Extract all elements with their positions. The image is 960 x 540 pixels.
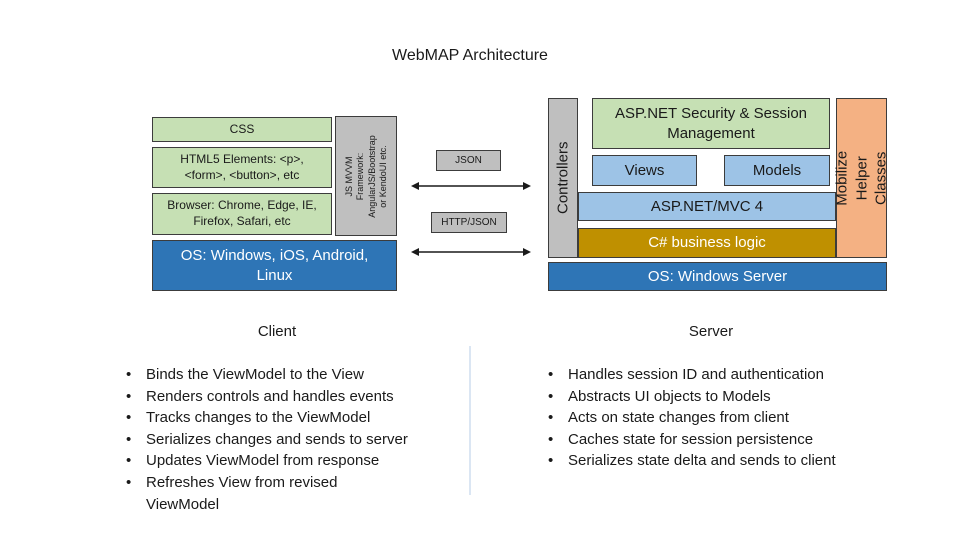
server-business-box: C# business logic: [578, 228, 836, 258]
list-item: Caches state for session persistence: [546, 429, 926, 451]
server-mobilize-box: Mobilize Helper Classes: [833, 98, 889, 258]
server-views-label: Views: [624, 161, 665, 179]
list-item: Renders controls and handles events: [124, 386, 454, 408]
server-models-box: Models: [724, 155, 830, 186]
list-item: Handles session ID and authentication: [546, 364, 926, 386]
client-browser-box: Browser: Chrome, Edge, IE, Firefox, Safa…: [152, 193, 332, 235]
server-controllers-label: Controllers: [554, 141, 572, 215]
http-json-tag-label: HTTP/JSON: [441, 217, 497, 228]
http-json-arrow: [411, 248, 531, 256]
list-item: Refreshes View from revised ViewModel: [124, 472, 396, 515]
server-mvc-label: ASP.NET/MVC 4: [650, 197, 764, 215]
json-tag: JSON: [436, 150, 501, 171]
list-item: Binds the ViewModel to the View: [124, 364, 454, 386]
http-json-tag: HTTP/JSON: [431, 212, 507, 233]
server-security-box: ASP.NET Security & Session Management: [592, 98, 830, 149]
list-item: Serializes state delta and sends to clie…: [546, 450, 926, 472]
client-css-label: CSS: [229, 121, 255, 136]
column-divider: [469, 346, 471, 495]
list-item: Serializes changes and sends to server: [124, 429, 454, 451]
client-os-box: OS: Windows, iOS, Android, Linux: [152, 240, 397, 291]
server-bullet-list: Handles session ID and authentication Ab…: [546, 364, 926, 472]
client-os-label: OS: Windows, iOS, Android, Linux: [180, 247, 369, 284]
server-security-label: ASP.NET Security & Session Management: [614, 105, 808, 142]
json-arrow: [411, 182, 531, 190]
list-item: Abstracts UI objects to Models: [546, 386, 926, 408]
client-browser-label: Browser: Chrome, Edge, IE, Firefox, Safa…: [167, 198, 317, 228]
list-item: Tracks changes to the ViewModel: [124, 407, 454, 429]
list-item: Updates ViewModel from response: [124, 450, 454, 472]
client-framework-label: JS MVVM Framework: AngularJS/Bootstrap o…: [343, 134, 388, 218]
server-business-label: C# business logic: [648, 234, 766, 252]
server-models-label: Models: [752, 161, 802, 179]
client-html5-box: HTML5 Elements: <p>, <form>, <button>, e…: [152, 147, 332, 188]
client-css-box: CSS: [152, 117, 332, 142]
server-heading: Server: [688, 323, 734, 340]
server-controllers-box: Controllers: [548, 98, 578, 258]
client-heading: Client: [257, 323, 297, 340]
server-mvc-box: ASP.NET/MVC 4: [578, 192, 836, 221]
server-mobilize-label: Mobilize Helper Classes: [833, 150, 890, 206]
list-item: Acts on state changes from client: [546, 407, 926, 429]
server-os-box: OS: Windows Server: [548, 262, 887, 291]
client-framework-box: JS MVVM Framework: AngularJS/Bootstrap o…: [335, 116, 397, 236]
page-title: WebMAP Architecture: [392, 47, 548, 64]
json-tag-label: JSON: [455, 155, 482, 166]
server-views-box: Views: [592, 155, 697, 186]
client-bullet-list: Binds the ViewModel to the View Renders …: [124, 364, 454, 515]
server-os-label: OS: Windows Server: [647, 267, 788, 285]
client-html5-label: HTML5 Elements: <p>, <form>, <button>, e…: [180, 151, 304, 182]
